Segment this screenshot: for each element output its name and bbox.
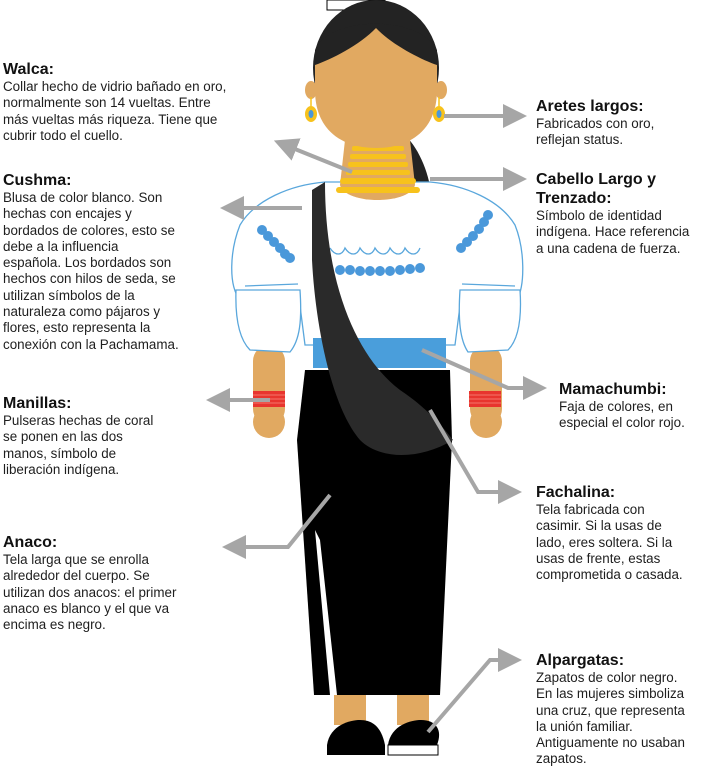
label-text-line: usas de frente, estas [536,550,661,566]
label-mamachumbi: Mamachumbi: Faja de colores, en especial… [559,380,719,432]
label-text-line: flores, esto representa la [3,320,151,336]
label-text-line: Blusa de color blanco. Son [3,190,163,205]
label-text-line: debe a la influencia [3,238,119,254]
label-text-line: normalmente son 14 vueltas. Entre [3,95,211,111]
aretes-earrings [305,97,445,122]
walca-necklace [336,140,420,200]
label-text-line: Zapatos de color negro. [536,670,678,685]
label-text-line: Pulseras hechas de coral [3,413,154,428]
label-text-line: Símbolo de identidad [536,208,662,223]
arrow-mamachumbi [421,348,547,400]
label-alpargatas: Alpargatas: Zapatos de color negro. En l… [536,651,719,768]
label-text-line: conexión con la Pachamama. [3,336,179,352]
label-text-line: lado, eres soltera. Si la [536,534,673,550]
label-text-line: anaco es blanco y el que va [3,600,170,616]
label-manillas-title: Manillas: [3,395,72,412]
label-text-line: Faja de colores, en [559,399,673,414]
label-text-line: especial el color rojo. [559,415,685,431]
blouse-embroidery [257,210,493,276]
label-text-line: manos, símbolo de [3,445,117,461]
label-text-line: zapatos. [536,751,587,767]
label-text-line: liberación indígena. [3,461,120,477]
arrow-fachalina [428,408,522,504]
label-text-line: indígena. Hace referencia [536,224,690,240]
label-aretes: Aretes largos: Fabricados con oro, refle… [536,97,716,149]
label-text-line: Collar hecho de vidrio bañado en oro, [3,79,227,94]
label-fachalina: Fachalina: Tela fabricada con casimir. S… [536,483,719,583]
label-text-line: casimir. Si la usas de [536,518,662,534]
head [305,0,447,148]
label-text-line: hechas con encajes y [3,206,132,222]
label-text-line: española. Los bordados son [3,255,172,271]
label-text-line: Tela fabricada con [536,502,645,517]
label-cabello-title: Cabello Largo y Trenzado: [536,170,719,208]
label-cushma-title: Cushma: [3,172,72,189]
label-text-line: utilizan dos anacos: el primer [3,584,177,600]
label-manillas: Manillas: Pulseras hechas de coral se po… [3,394,213,478]
label-text-line: En las mujeres simboliza [536,686,685,702]
label-cabello: Cabello Largo y Trenzado: Símbolo de ide… [536,170,719,257]
label-aretes-title: Aretes largos: [536,98,644,115]
label-mamachumbi-title: Mamachumbi: [559,381,667,398]
cushma-blouse [231,181,524,353]
label-alpargatas-title: Alpargatas: [536,652,625,669]
label-text-line: reflejan status. [536,132,624,148]
label-text-line: una cruz, que representa [536,702,685,718]
label-text-line: utilizan símbolos de la [3,287,135,303]
label-walca: Walca: Collar hecho de vidrio bañado en … [3,60,303,144]
label-text-line: comprometida o casada. [536,567,683,583]
label-walca-title: Walca: [3,61,54,78]
label-title-line: Trenzado: [536,190,612,207]
label-anaco: Anaco: Tela larga que se enrolla alreded… [3,533,223,633]
label-text-line: alrededor del cuerpo. Se [3,568,150,584]
label-text-line: bordados de colores, esto se [3,222,175,238]
label-title-line: Cabello Largo y [536,171,657,188]
label-text-line: encima es negro. [3,617,106,633]
legs [334,690,429,725]
label-text-line: a una cadena de fuerza. [536,240,681,256]
fachalina-shawl [312,182,453,455]
arrow-anaco [222,493,332,559]
label-text-line: Fabricados con oro, [536,116,655,131]
label-fachalina-title: Fachalina: [536,484,616,501]
label-text-line: más vueltas más riqueza. Tiene que [3,111,218,127]
label-text-line: Antiguamente no usaban [536,735,685,751]
label-text-line: se ponen en las dos [3,429,123,445]
label-text-line: cubrir todo el cuello. [3,127,123,143]
arrow-walca [273,138,353,174]
label-text-line: la unión familiar. [536,718,633,734]
label-text-line: Tela larga que se enrolla [3,552,149,567]
label-cushma: Cushma: Blusa de color blanco. Son hecha… [3,171,223,353]
arrow-alpargatas [426,648,522,734]
connector-arrows [206,104,547,734]
label-text-line: naturaleza como pájaros y [3,304,161,320]
label-text-line: hechos con hilos de seda, se [3,271,176,287]
label-anaco-title: Anaco: [3,534,58,551]
